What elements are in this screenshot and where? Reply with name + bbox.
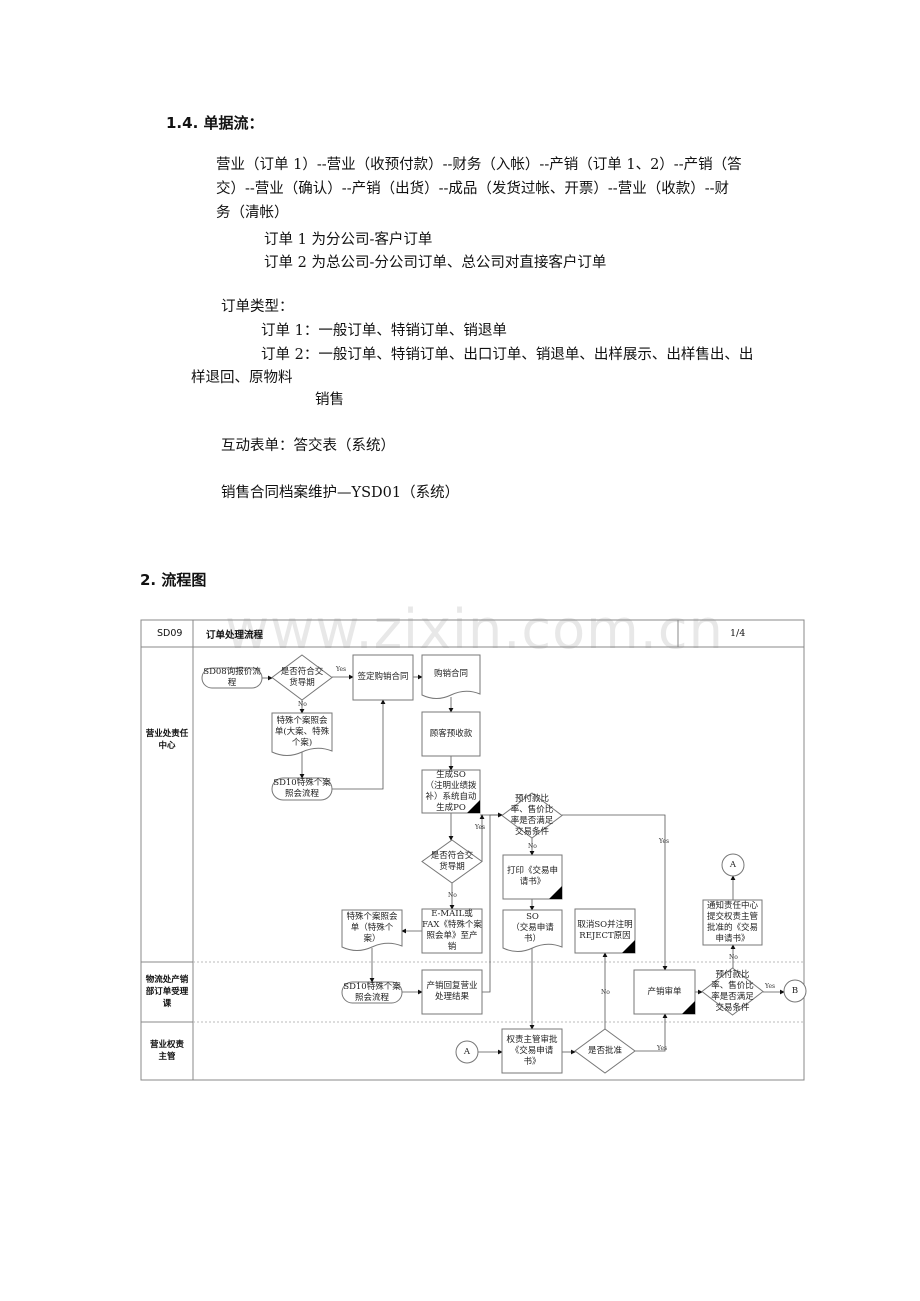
shape-approved <box>574 1028 636 1074</box>
flow-line-1: 营业（订单 1）--营业（收预付款）--财务（入帐）--产销（订单 1、2）--… <box>216 157 742 173</box>
shape-sign-contract <box>352 654 414 701</box>
shape-connector-b <box>783 979 807 1003</box>
shape-email-fax <box>421 908 483 954</box>
corner-mark <box>467 800 480 813</box>
node-contract-doc: 购销合同 <box>433 669 468 679</box>
corner-mark <box>622 940 635 953</box>
node-connector-a-top: A <box>729 859 737 870</box>
shape-so-doc <box>502 909 563 952</box>
flow-arrow <box>562 814 668 971</box>
flowchart-page: 1/4 <box>730 628 746 639</box>
node-connector-a-bottom: A <box>463 1046 471 1057</box>
flowchart-heading: 2. 流程图 <box>140 571 207 589</box>
shape-review <box>633 969 696 1015</box>
shape-prepayment <box>421 711 481 757</box>
edge-label-no: No <box>448 892 457 899</box>
flowchart-title: 订单处理流程 <box>206 629 264 641</box>
shape-cancel-so <box>574 908 636 954</box>
shape-special-case-doc1 <box>271 712 333 756</box>
node-sd10-2: SD10特殊个案 照会流程 <box>343 981 401 1003</box>
order2-note: 订单 2 为总公司-分公司订单、总公司对直接客户订单 <box>264 255 607 271</box>
section-heading: 1.4. 单据流： <box>166 114 264 132</box>
node-special-case-doc1: 特殊个案照会 单(大案、特殊 个案) <box>274 715 330 748</box>
node-create-so: 生成SO （注明业绩拨 补）系统自动 生成PO <box>425 769 477 813</box>
node-check-ratio1: 预付款比 率、售价比 率是否满足 交易条件 <box>510 793 554 837</box>
interactive-form: 互动表单：答交表（系统） <box>221 438 395 454</box>
shape-notify <box>702 899 763 946</box>
order2-types-cont2: 销售 <box>315 392 344 408</box>
node-special-case-doc2: 特殊个案照会 单（特殊个 案） <box>346 911 398 944</box>
edge-label-no: No <box>601 989 610 996</box>
shape-create-so <box>421 769 481 814</box>
shape-reply <box>421 969 483 1015</box>
lane-sales-supervisor: 营业权责 主管 <box>149 1040 184 1062</box>
node-reply: 产销回复营业 处理结果 <box>426 981 478 1002</box>
node-approve-app: 权责主管审批 《交易申请 书》 <box>506 1034 558 1067</box>
node-check-delivery1: 是否符合交 货导期 <box>280 666 324 688</box>
flow-arrow <box>332 699 386 790</box>
corner-mark <box>549 886 562 899</box>
shape-sd10-2 <box>341 981 403 1004</box>
order-types-label: 订单类型： <box>221 299 294 315</box>
shape-check-ratio1 <box>501 792 563 839</box>
shape-check-delivery2 <box>421 839 483 884</box>
lane-sales-center: 营业处责任 中心 <box>145 728 189 751</box>
node-check-delivery2: 是否符合交 货导期 <box>430 850 474 872</box>
node-review: 产销审单 <box>647 986 682 997</box>
edge-label-yes: Yes <box>656 1045 667 1052</box>
node-approved: 是否批准 <box>587 1045 622 1056</box>
shape-sd08 <box>201 667 263 689</box>
order2-types: 订单 2：一般订单、特销订单、出口订单、销退单、出样展示、出样售出、出 <box>261 347 754 363</box>
node-sd10-1: SD10特殊个案 照会流程 <box>273 778 331 799</box>
flow-line-2: 交）--营业（确认）--产销（出货）--成品（发货过帐、开票）--营业（收款）-… <box>216 181 729 197</box>
edge-label-no: No <box>298 701 307 708</box>
node-notify: 通知责任中心 提交权责主管 批准的《交易 申请书》 <box>706 900 758 944</box>
node-connector-b: B <box>791 985 799 996</box>
node-sd08: SD08询报价流 程 <box>203 667 261 688</box>
edge-label-yes: Yes <box>658 838 669 845</box>
watermark: www.zixin.com.cn <box>225 598 724 661</box>
corner-mark <box>682 1001 695 1014</box>
node-print-app: 打印《交易申 请书》 <box>506 866 558 887</box>
shape-check-delivery1 <box>271 654 333 701</box>
flowchart-frame <box>140 619 805 1081</box>
edge-label-yes: Yes <box>474 824 485 831</box>
shape-sd10-1 <box>271 777 333 801</box>
shape-print-app <box>502 854 563 900</box>
shape-connector-a-bottom <box>455 1040 479 1064</box>
order2-types-cont: 样退回、原物料 <box>191 370 293 386</box>
flow-arrow <box>482 812 503 993</box>
node-prepayment: 顾客预收款 <box>429 728 473 739</box>
node-sign-contract: 签定购销合同 <box>357 672 409 682</box>
edge-label-yes: Yes <box>764 983 775 990</box>
node-email-fax: E-MAIL或 FAX《特殊个案 照会单》至产 销 <box>422 909 482 952</box>
shape-contract-doc <box>421 654 481 699</box>
order1-types: 订单 1：一般订单、特销订单、销退单 <box>261 323 507 339</box>
lane-logistics: 物流处产销 部订单受理 课 <box>145 975 189 1009</box>
node-so-doc: SO （交易申请 书） <box>511 912 554 944</box>
edge-label-no: No <box>528 843 537 850</box>
flow-line-3: 务（清帐） <box>216 205 289 221</box>
shape-approve-app <box>501 1028 563 1074</box>
flow-arrow <box>635 1013 668 1052</box>
shape-check-ratio2 <box>701 967 764 1016</box>
node-cancel-so: 取消SO并注明 REJECT原因 <box>577 920 633 941</box>
order1-note: 订单 1 为分公司-客户订单 <box>264 232 433 248</box>
flowchart-code: SD09 <box>157 628 183 639</box>
shape-special-case-doc2 <box>341 909 403 951</box>
edge-label-no: No <box>729 954 738 961</box>
node-check-ratio2: 预付款比 率、售价比 率是否满足 交易条件 <box>711 969 754 1013</box>
contract-maintenance: 销售合同档案维护—YSD01（系统） <box>221 485 460 501</box>
edge-label-yes: Yes <box>335 666 346 673</box>
shape-connector-a-top <box>721 853 745 877</box>
